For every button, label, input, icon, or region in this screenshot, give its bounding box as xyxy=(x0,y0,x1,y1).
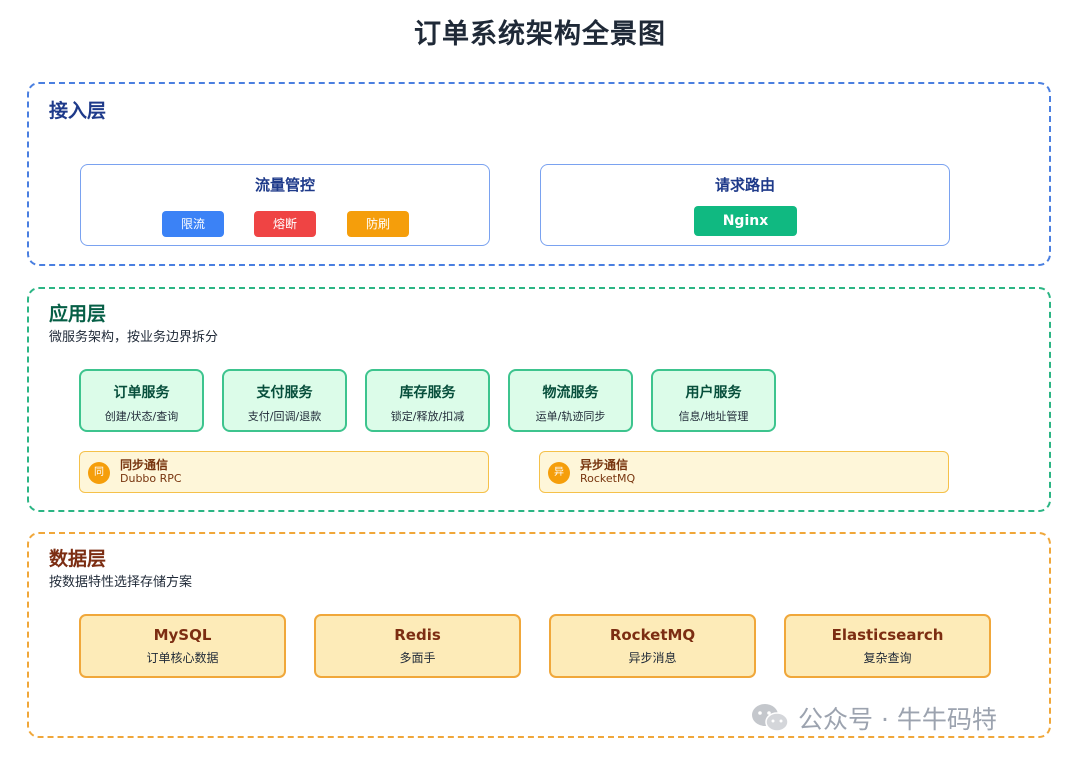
tag-rate-limit: 限流 xyxy=(162,211,224,237)
store-desc: 异步消息 xyxy=(628,651,677,665)
request-routing-box: 请求路由 Nginx xyxy=(540,164,950,246)
comm-protocol: Dubbo RPC xyxy=(120,472,182,485)
store-desc: 复杂查询 xyxy=(863,651,912,665)
service-logistics: 物流服务 运单/轨迹同步 xyxy=(508,369,633,432)
service-order: 订单服务 创建/状态/查询 xyxy=(79,369,204,432)
traffic-control-box: 流量管控 限流 熔断 防刷 xyxy=(80,164,490,246)
async-badge-icon: 异 xyxy=(548,462,570,484)
store-desc: 多面手 xyxy=(399,651,436,665)
service-name: 订单服务 xyxy=(113,385,170,401)
sync-badge-icon: 同 xyxy=(88,462,110,484)
watermark: 公众号 · 牛牛码特 xyxy=(750,700,997,736)
app-layer-subtitle: 微服务架构，按业务边界拆分 xyxy=(49,330,219,345)
app-layer-title: 应用层 xyxy=(49,303,107,325)
tag-nginx: Nginx xyxy=(694,206,797,236)
service-desc: 信息/地址管理 xyxy=(678,410,749,423)
access-layer: 接入层 流量管控 限流 熔断 防刷 请求路由 Nginx xyxy=(27,82,1051,266)
service-desc: 锁定/释放/扣减 xyxy=(390,410,465,423)
comm-name: 异步通信 xyxy=(580,458,629,472)
data-layer-title: 数据层 xyxy=(49,548,107,570)
service-name: 物流服务 xyxy=(542,385,599,401)
data-layer-subtitle: 按数据特性选择存储方案 xyxy=(49,575,193,590)
store-rocketmq: RocketMQ 异步消息 xyxy=(549,614,756,678)
service-payment: 支付服务 支付/回调/退款 xyxy=(222,369,347,432)
service-inventory: 库存服务 锁定/释放/扣减 xyxy=(365,369,490,432)
wechat-icon xyxy=(752,704,789,732)
comm-protocol: RocketMQ xyxy=(580,472,636,485)
request-routing-title: 请求路由 xyxy=(714,176,775,194)
service-desc: 支付/回调/退款 xyxy=(247,410,322,423)
store-mysql: MySQL 订单核心数据 xyxy=(79,614,286,678)
access-layer-title: 接入层 xyxy=(49,100,107,122)
store-desc: 订单核心数据 xyxy=(146,651,219,665)
app-layer: 应用层 微服务架构，按业务边界拆分 订单服务 创建/状态/查询 支付服务 支付/… xyxy=(27,287,1051,512)
tag-circuit-breaker: 熔断 xyxy=(254,211,316,237)
diagram-title: 订单系统架构全景图 xyxy=(414,19,666,50)
store-name: RocketMQ xyxy=(609,626,696,644)
service-user: 用户服务 信息/地址管理 xyxy=(651,369,776,432)
tag-anti-abuse: 防刷 xyxy=(347,211,409,237)
sync-communication: 同 同步通信 Dubbo RPC xyxy=(79,451,489,493)
comm-name: 同步通信 xyxy=(120,458,169,472)
service-desc: 运单/轨迹同步 xyxy=(535,410,606,423)
store-name: MySQL xyxy=(153,626,212,644)
data-layer: 数据层 按数据特性选择存储方案 MySQL 订单核心数据 Redis 多面手 R… xyxy=(27,532,1051,738)
service-desc: 创建/状态/查询 xyxy=(104,410,179,423)
service-name: 库存服务 xyxy=(399,385,456,401)
store-name: Elasticsearch xyxy=(831,626,944,644)
async-communication: 异 异步通信 RocketMQ xyxy=(539,451,949,493)
store-elasticsearch: Elasticsearch 复杂查询 xyxy=(784,614,991,678)
store-name: Redis xyxy=(394,626,441,644)
watermark-text: 公众号 · 牛牛码特 xyxy=(798,705,997,734)
service-name: 用户服务 xyxy=(685,385,742,401)
traffic-control-title: 流量管控 xyxy=(254,176,315,194)
service-name: 支付服务 xyxy=(256,385,313,401)
store-redis: Redis 多面手 xyxy=(314,614,521,678)
